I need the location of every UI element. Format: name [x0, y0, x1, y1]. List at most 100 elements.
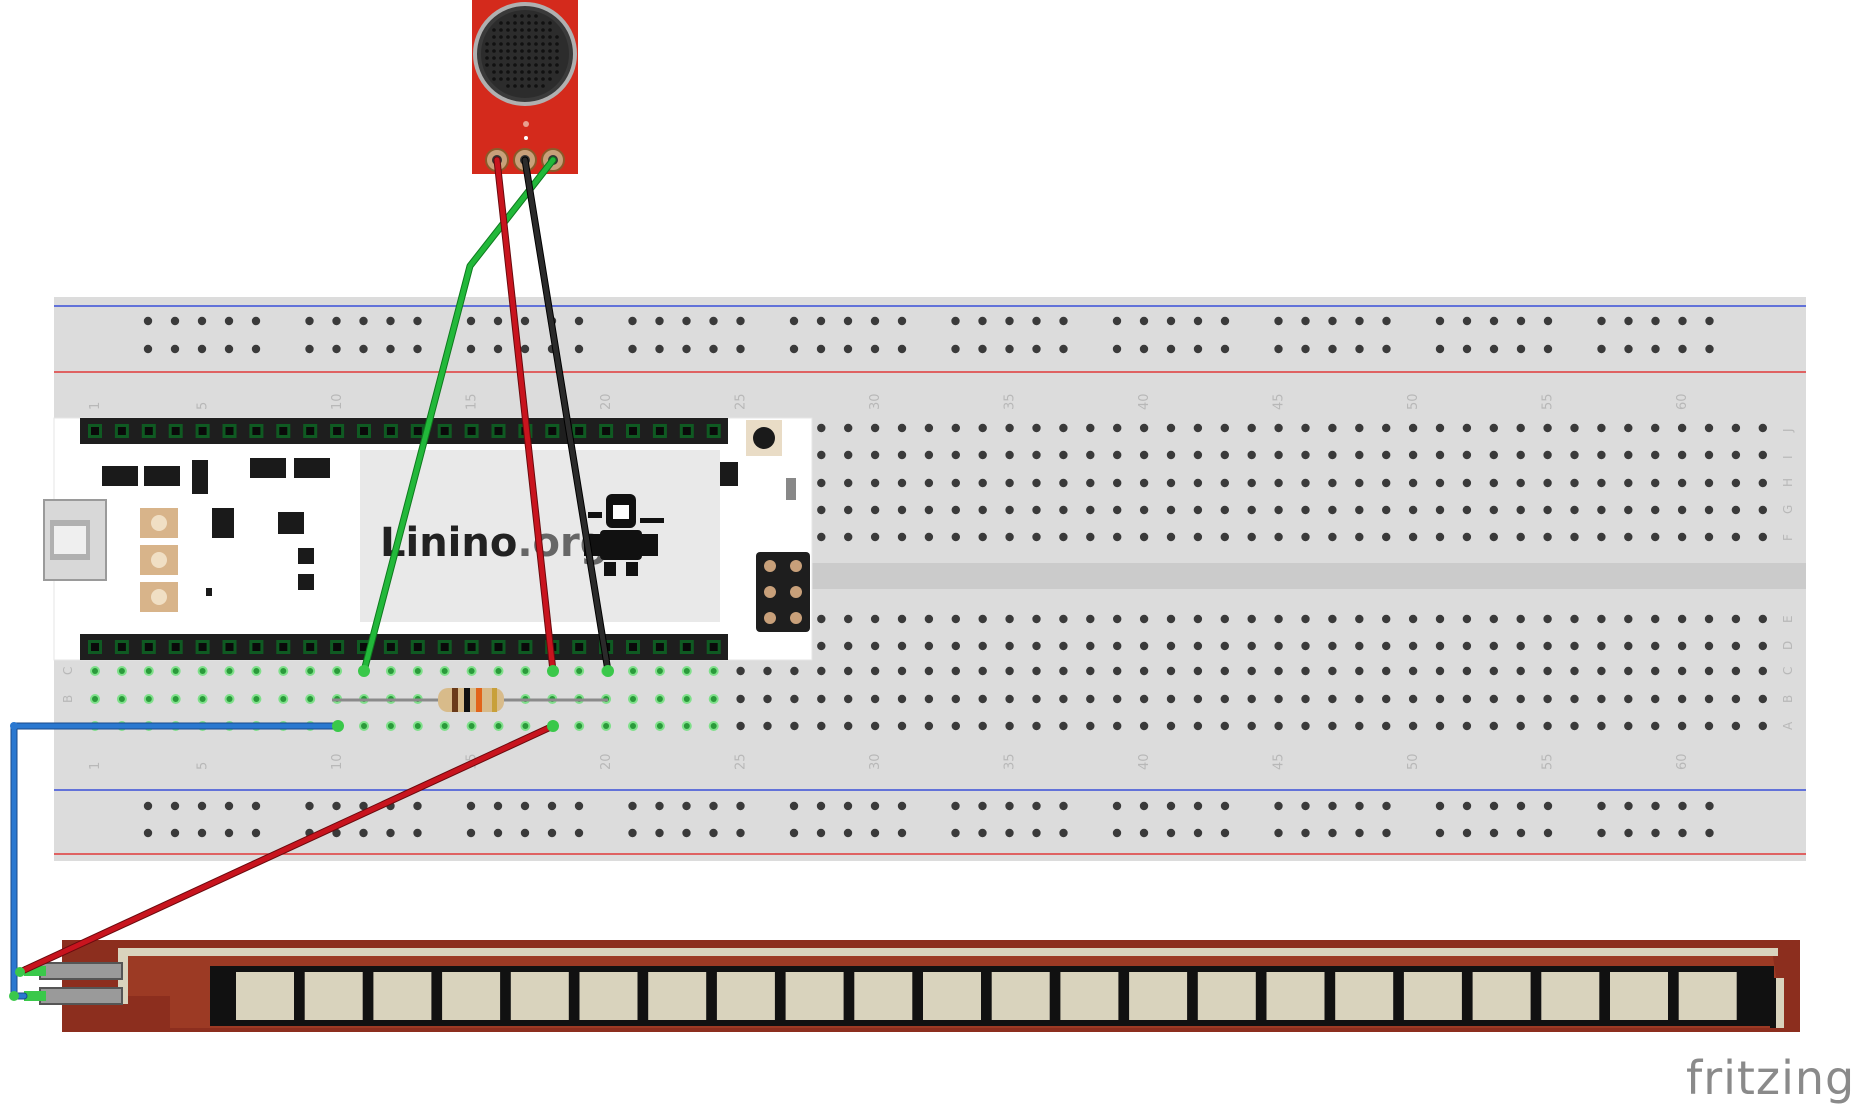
breadboard-hole: [1355, 532, 1364, 542]
breadboard-hole: [1677, 505, 1687, 515]
breadboard-hole: [1382, 478, 1391, 488]
mesh-dot: [506, 35, 510, 39]
breadboard-hole: [1005, 450, 1014, 460]
column-label: 30: [868, 753, 883, 770]
rail-hole: [170, 801, 180, 811]
mesh-dot: [548, 63, 552, 67]
mesh-dot: [527, 77, 531, 81]
breadboard-hole: [790, 694, 799, 704]
mesh-dot: [548, 70, 552, 74]
breadboard-hole: [1113, 641, 1122, 651]
rail-hole: [816, 316, 826, 326]
column-label: 45: [1272, 393, 1287, 410]
column-label: 40: [1137, 393, 1152, 410]
breadboard-hole: [1139, 532, 1149, 542]
breadboard-hole: [1059, 505, 1068, 515]
mesh-dot: [506, 77, 510, 81]
breadboard-hole: [1032, 721, 1041, 731]
connected-hole-center: [683, 723, 690, 729]
breadboard-hole: [1382, 694, 1391, 704]
connected-hole-center: [92, 696, 98, 702]
breadboard-hole: [1247, 532, 1256, 542]
breadboard-hole: [1086, 450, 1095, 460]
breadboard-hole: [897, 694, 907, 704]
connected-hole-center: [656, 696, 663, 702]
breadboard-hole: [1193, 721, 1203, 731]
column-label: 60: [1675, 393, 1690, 410]
breadboard-hole: [897, 478, 907, 488]
breadboard-hole: [1220, 532, 1230, 542]
breadboard-hole: [1624, 641, 1633, 651]
breadboard-hole: [1677, 532, 1687, 542]
breadboard-hole: [1301, 423, 1310, 433]
breadboard-hole: [1543, 505, 1552, 515]
mesh-dot: [513, 42, 517, 46]
rail-hole: [1166, 801, 1176, 811]
breadboard-hole: [763, 666, 772, 676]
rail-hole: [1543, 801, 1553, 811]
breadboard-hole: [1758, 532, 1768, 542]
breadboard-hole: [1220, 666, 1230, 676]
rail-hole: [816, 801, 826, 811]
breadboard-hole: [1651, 614, 1660, 624]
breadboard-hole: [1462, 614, 1472, 624]
breadboard-hole: [1059, 614, 1068, 624]
breadboard-hole: [1597, 614, 1606, 624]
breadboard-hole: [924, 614, 934, 624]
rail-hole: [1193, 344, 1203, 354]
column-label: 25: [734, 753, 749, 770]
rail-hole: [709, 828, 718, 838]
rail-hole: [1005, 801, 1014, 811]
rail-hole: [197, 828, 207, 838]
rail-hole: [1301, 316, 1310, 326]
breadboard-hole: [1193, 423, 1203, 433]
row-label: F: [1781, 534, 1795, 541]
breadboard-hole: [1597, 694, 1606, 704]
rail-hole: [1435, 801, 1445, 811]
breadboard-hole: [1220, 505, 1230, 515]
mesh-dot: [513, 70, 517, 74]
breadboard-hole: [1382, 505, 1391, 515]
smd-components: [102, 458, 796, 596]
breadboard-hole: [1489, 505, 1499, 515]
rail-hole: [1355, 801, 1364, 811]
mesh-dot: [520, 77, 524, 81]
mesh-dot: [492, 28, 496, 32]
breadboard-hole: [1570, 505, 1579, 515]
mesh-dot: [548, 77, 552, 81]
rail-hole: [1516, 344, 1526, 354]
mesh-dot: [520, 42, 524, 46]
rail-hole: [1139, 316, 1149, 326]
mesh-dot: [506, 70, 510, 74]
breadboard-hole: [1274, 614, 1283, 624]
rail-hole: [197, 316, 207, 326]
breadboard-hole: [1113, 721, 1122, 731]
breadboard-hole: [1059, 641, 1068, 651]
connected-hole-center: [710, 696, 717, 702]
rail-hole: [897, 801, 907, 811]
rail-hole: [1220, 316, 1230, 326]
rail-hole: [951, 801, 960, 811]
mesh-dot: [534, 35, 538, 39]
rail-hole: [466, 801, 476, 811]
rail-hole: [1489, 828, 1499, 838]
connected-hole-center: [576, 723, 583, 729]
header-pin-hole: [440, 643, 449, 651]
mesh-dot: [527, 28, 531, 32]
connected-hole-center: [226, 668, 233, 674]
header-pin-hole: [225, 427, 234, 435]
column-label: 35: [1003, 753, 1018, 770]
column-label: 50: [1406, 393, 1421, 410]
breadboard-hole: [1005, 694, 1014, 704]
header-pin-hole: [171, 427, 180, 435]
mesh-dot: [534, 77, 538, 81]
rail-hole: [493, 316, 503, 326]
connected-hole-center: [280, 668, 287, 674]
breadboard-hole: [1005, 478, 1014, 488]
flex-pad: [716, 972, 775, 1020]
mesh-dot: [534, 63, 538, 67]
breadboard-hole: [1032, 694, 1041, 704]
breadboard-hole: [951, 532, 960, 542]
breadboard-hole: [817, 694, 826, 704]
rail-hole: [870, 316, 880, 326]
